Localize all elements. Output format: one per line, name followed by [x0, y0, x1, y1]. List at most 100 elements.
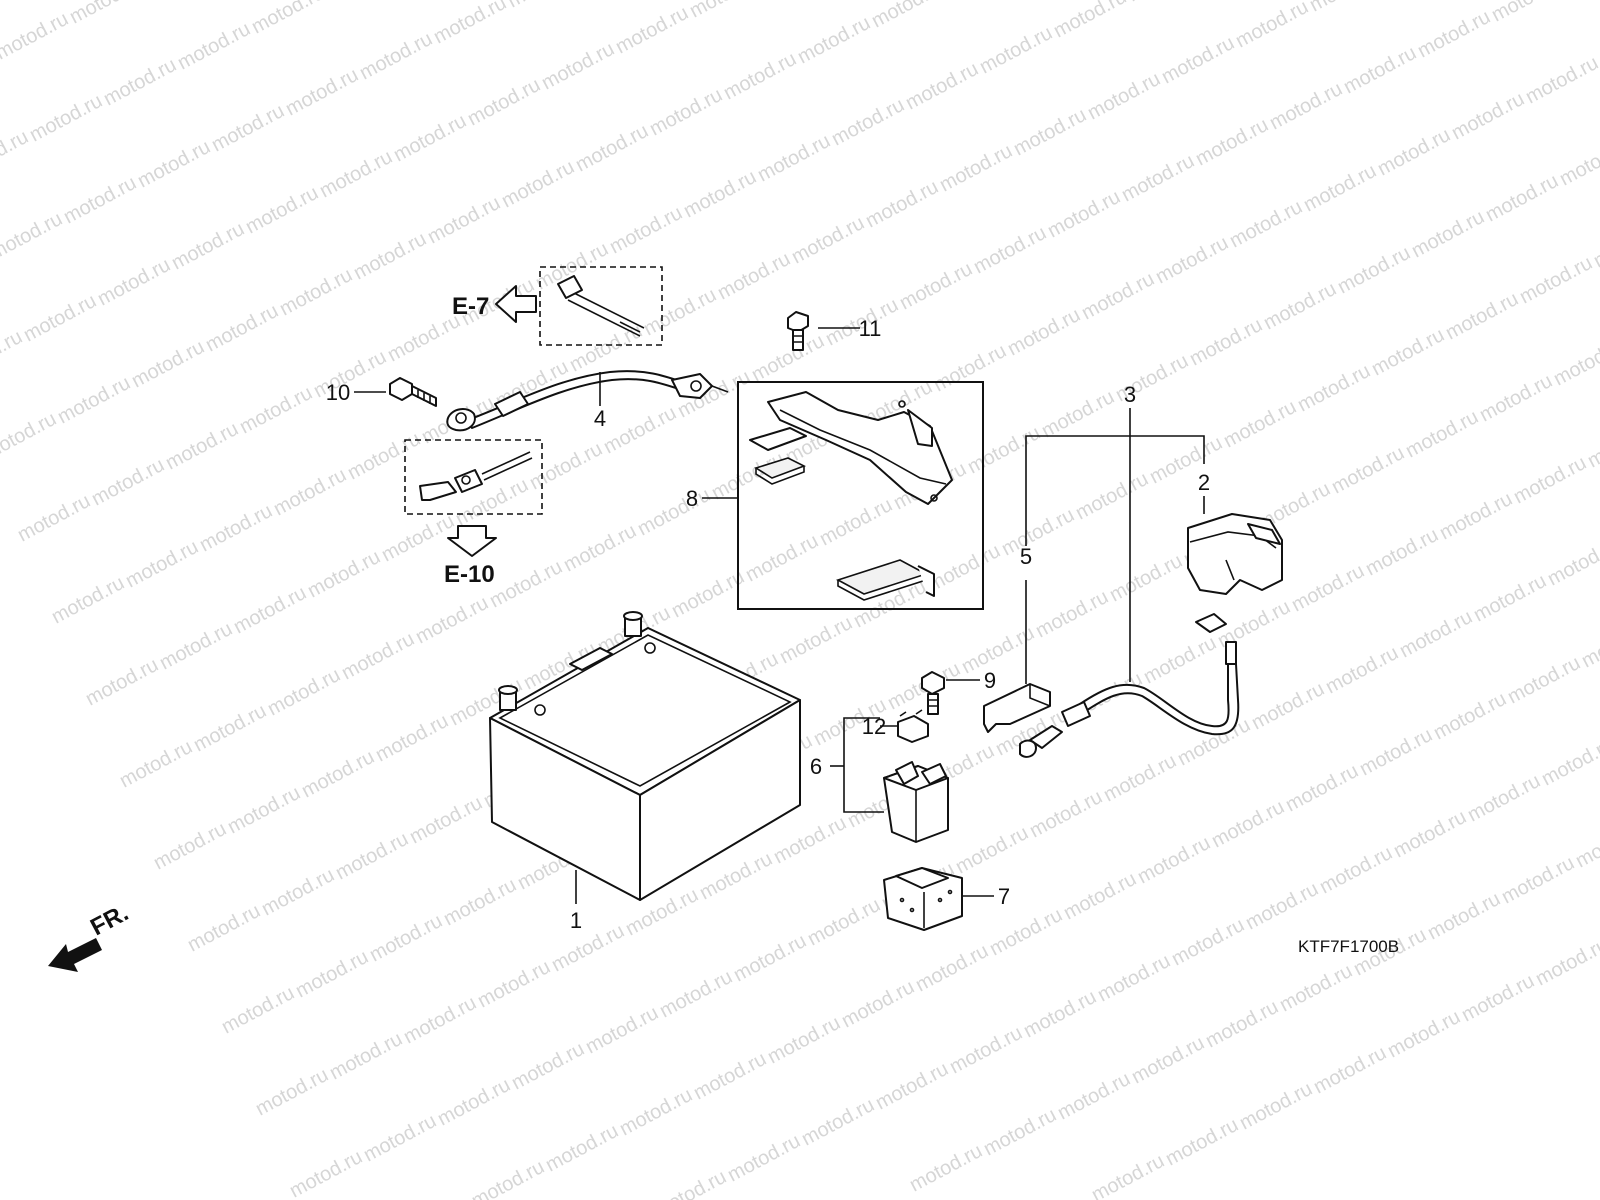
- watermark-text: motod.ru: [1414, 6, 1494, 62]
- watermark-text: motod.ru: [600, 402, 680, 458]
- watermark-text: motod.ru: [1208, 796, 1288, 852]
- watermark-text: motod.ru: [788, 212, 868, 268]
- watermark-text: motod.ru: [208, 100, 288, 156]
- bolt-9: [921, 671, 945, 715]
- watermark-text: motod.ru: [292, 946, 372, 1002]
- watermark-text: motod.ru: [322, 0, 402, 2]
- watermark-text: motod.ru: [1424, 888, 1504, 944]
- watermark-text: motod.ru: [1100, 750, 1180, 806]
- watermark-text: motod.ru: [258, 864, 338, 920]
- watermark-text: motod.ru: [668, 566, 748, 622]
- watermark-text: motod.ru: [162, 418, 242, 474]
- watermark-text: motod.ru: [304, 546, 384, 602]
- callout-6: 6: [810, 754, 822, 779]
- watermark-text: motod.ru: [1544, 534, 1600, 590]
- watermark-text: motod.ru: [1078, 268, 1158, 324]
- watermark-text: motod.ru: [468, 1156, 548, 1200]
- callout-10: 10: [326, 380, 350, 405]
- watermark-text: motod.ru: [686, 0, 766, 22]
- watermark-text: motod.ru: [690, 1048, 770, 1104]
- watermark-text: motod.ru: [316, 146, 396, 202]
- watermark-text: motod.ru: [1504, 652, 1584, 708]
- watermark-text: motod.ru: [298, 746, 378, 802]
- watermark-text: motod.ru: [1522, 52, 1600, 108]
- watermark-text: motod.ru: [764, 1012, 844, 1068]
- watermark-text: motod.ru: [770, 812, 850, 868]
- watermark-text: motod.ru: [366, 910, 446, 966]
- watermark-text: motod.ru: [1242, 878, 1322, 934]
- watermark-text: motod.ru: [526, 438, 606, 494]
- watermark-text: motod.ru: [912, 940, 992, 996]
- watermark-text: motod.ru: [1538, 734, 1600, 790]
- watermark-text: motod.ru: [748, 330, 828, 386]
- watermark-text: motod.ru: [1192, 114, 1272, 170]
- watermark-text: motod.ru: [1118, 150, 1198, 206]
- watermark-text: motod.ru: [1072, 468, 1152, 524]
- watermark-text: motod.ru: [1248, 678, 1328, 734]
- watermark-text: motod.ru: [60, 172, 140, 228]
- watermark-text: motod.ru: [1310, 1042, 1390, 1098]
- watermark-text: motod.ru: [1532, 934, 1600, 990]
- watermark-text: motod.ru: [1458, 970, 1538, 1026]
- watermark-text: motod.ru: [1266, 78, 1346, 134]
- watermark-text: motod.ru: [248, 0, 328, 38]
- watermark-text: motod.ru: [202, 300, 282, 356]
- watermark-text: motod.ru: [538, 38, 618, 94]
- watermark-text: motod.ru: [714, 248, 794, 304]
- watermark-text: motod.ru: [1368, 324, 1448, 380]
- watermark-text: motod.ru: [720, 48, 800, 104]
- watermark-text: motod.ru: [1026, 786, 1106, 842]
- watermark-text: motod.ru: [406, 792, 486, 848]
- watermark-text: motod.ru: [1202, 996, 1282, 1052]
- watermark-text: motod.ru: [1300, 160, 1380, 216]
- watermark-text: motod.ru: [1584, 416, 1600, 472]
- watermark-text: motod.ru: [1128, 1032, 1208, 1088]
- watermark-text: motod.ru: [236, 382, 316, 438]
- watermark-text: motod.ru: [1226, 196, 1306, 252]
- watermark-text: motod.ru: [804, 894, 884, 950]
- watermark-text: motod.ru: [1010, 104, 1090, 160]
- watermark-text: motod.ru: [270, 464, 350, 520]
- watermark-text: motod.ru: [1488, 0, 1568, 26]
- callout-5: 5: [1020, 544, 1032, 569]
- watermark-text: motod.ru: [1408, 206, 1488, 262]
- watermark-text: motod.ru: [1088, 1150, 1168, 1200]
- watermark-text: motod.ru: [1260, 278, 1340, 334]
- watermark-text: motod.ru: [1384, 1006, 1464, 1062]
- relay-cover-7: [883, 867, 963, 931]
- watermark-text: motod.ru: [242, 182, 322, 238]
- watermark-text: motod.ru: [1106, 550, 1186, 606]
- watermark-text: motod.ru: [486, 556, 566, 612]
- watermark-text: motod.ru: [1402, 406, 1482, 462]
- watermark-text: motod.ru: [1442, 288, 1522, 344]
- battery-holder-set-8: [737, 381, 984, 610]
- watermark-text: motod.ru: [1476, 370, 1556, 426]
- watermark-text: motod.ru: [902, 58, 982, 114]
- watermark-text: motod.ru: [1146, 432, 1226, 488]
- watermark-text: motod.ru: [498, 156, 578, 212]
- watermark-text: motod.ru: [230, 582, 310, 638]
- watermark-text: motod.ru: [190, 700, 270, 756]
- fuse-12: [897, 709, 929, 743]
- watermark-text: motod.ru: [122, 536, 202, 592]
- watermark-text: motod.ru: [1322, 642, 1402, 698]
- callout-11: 11: [859, 316, 882, 341]
- watermark-text: motod.ru: [464, 74, 544, 130]
- callout-3: 3: [1124, 382, 1136, 407]
- watermark-text: motod.ru: [14, 490, 94, 546]
- watermark-text: motod.ru: [634, 484, 714, 540]
- connector-inset: [404, 439, 543, 515]
- watermark-text: motod.ru: [434, 1074, 514, 1130]
- watermark-text: motod.ru: [1168, 914, 1248, 970]
- watermark-text: motod.ru: [730, 930, 810, 986]
- watermark-text: motod.ru: [1572, 816, 1600, 872]
- watermark-text: motod.ru: [970, 222, 1050, 278]
- watermark-text: motod.ru: [1362, 524, 1442, 580]
- watermark-text: motod.ru: [0, 408, 60, 464]
- watermark-text: motod.ru: [1004, 304, 1084, 360]
- watermark-text: motod.ru: [1038, 386, 1118, 442]
- watermark-text: motod.ru: [174, 18, 254, 74]
- watermark-text: motod.ru: [276, 264, 356, 320]
